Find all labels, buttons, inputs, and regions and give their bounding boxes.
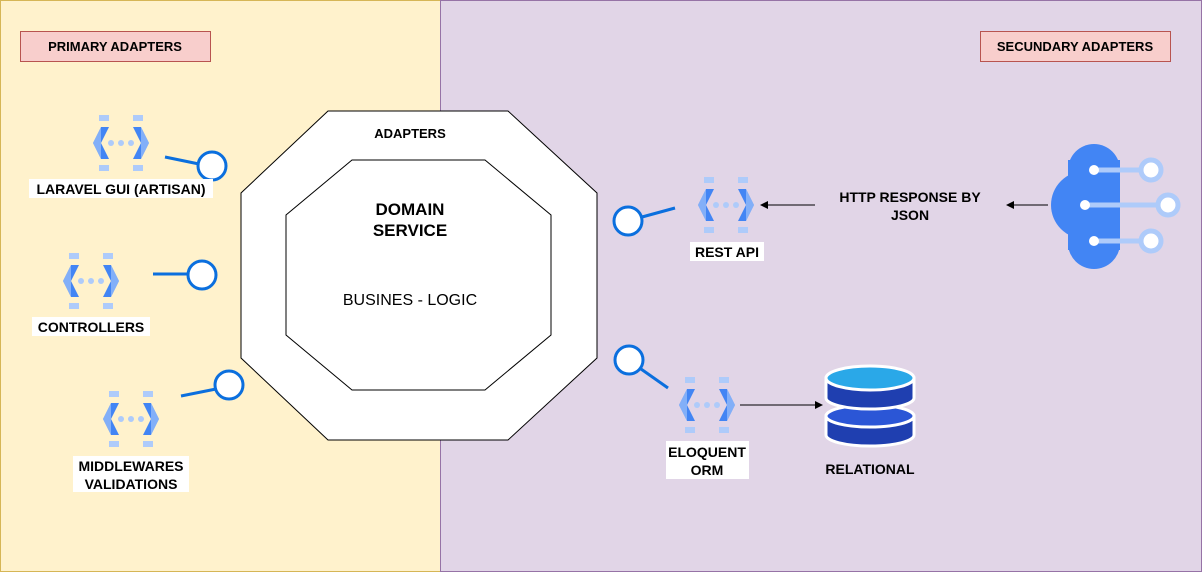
domain-title-line1: DOMAIN — [376, 200, 445, 219]
middlewares-label: MIDDLEWARES — [79, 458, 184, 474]
controllers-adapter: CONTROLLERS — [32, 253, 218, 336]
domain-title-line2: SERVICE — [373, 221, 447, 240]
laravel-gui-label: LARAVEL GUI (ARTISAN) — [36, 181, 205, 197]
business-logic-text: BUSINES - LOGIC — [343, 292, 477, 309]
socket-icon — [613, 344, 669, 390]
eloquent-orm-adapter: ELOQUENT ORM — [613, 344, 749, 479]
orm-label: ORM — [691, 462, 724, 478]
rest-api-adapter: REST API — [612, 177, 764, 261]
database-icon — [824, 364, 916, 448]
eloquent-label: ELOQUENT — [668, 444, 746, 460]
http-response-label-line1: HTTP RESPONSE BY — [839, 189, 981, 205]
socket-icon — [612, 205, 676, 237]
rest-api-label: REST API — [695, 244, 759, 260]
controllers-label: CONTROLLERS — [38, 319, 145, 335]
validations-label: VALIDATIONS — [85, 476, 178, 492]
domain-service-octagon — [285, 159, 552, 391]
primary-adapters-tag: PRIMARY ADAPTERS — [20, 31, 211, 62]
relational-label: RELATIONAL — [825, 461, 915, 477]
middlewares-adapter: MIDDLEWARES VALIDATIONS — [73, 369, 245, 492]
socket-icon — [180, 369, 245, 401]
adapters-label: ADAPTERS — [374, 126, 446, 141]
laravel-gui-adapter: LARAVEL GUI (ARTISAN) — [29, 115, 228, 198]
cloud-api-icon — [1051, 144, 1181, 269]
secondary-adapters-tag: SECUNDARY ADAPTERS — [980, 31, 1171, 62]
http-response-label-line2: JSON — [891, 207, 929, 223]
socket-icon — [153, 259, 218, 291]
primary-adapters-label: PRIMARY ADAPTERS — [48, 39, 182, 54]
secondary-adapters-label: SECUNDARY ADAPTERS — [997, 39, 1154, 54]
